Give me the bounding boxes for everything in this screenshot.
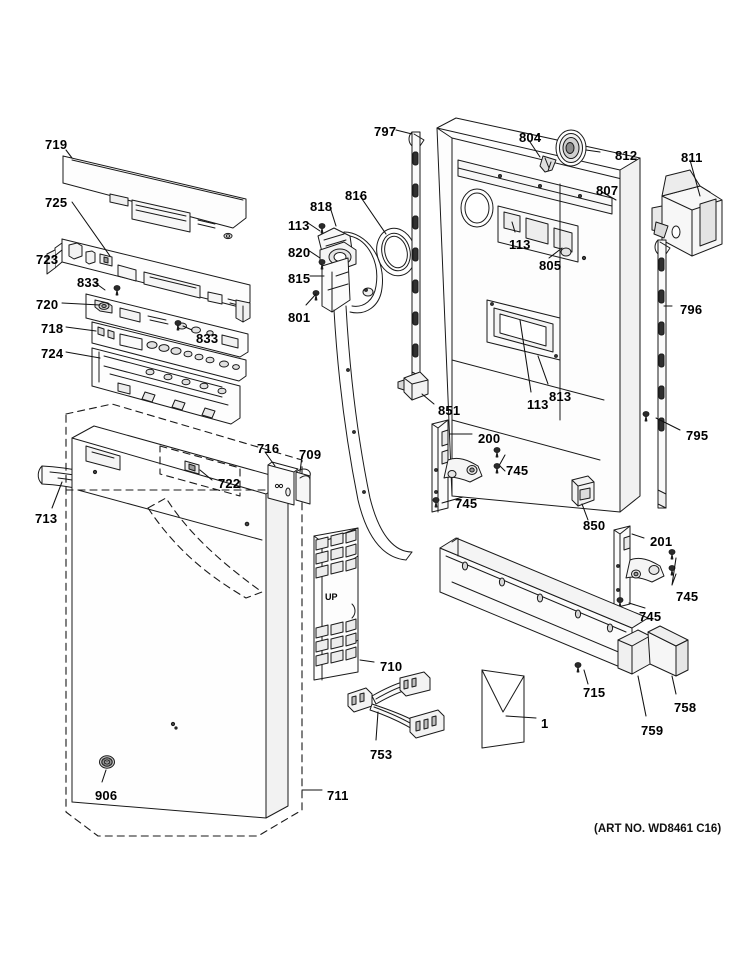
callout-795-door-channel-screw: 795: [686, 428, 709, 443]
part-851-door-latch-strike: [397, 371, 429, 401]
callout-818-vent-duct-cover: 818: [310, 199, 333, 214]
part-723-panel-frame: [46, 238, 251, 323]
callout-758-toe-panel-trim: 758: [674, 700, 697, 715]
callout-797-left-door-channel: 797: [374, 124, 397, 139]
part-816-vent-gasket-ring: [376, 227, 416, 277]
part-812-door-seal-grommet: [555, 129, 587, 167]
part-724-control-housing: [91, 347, 241, 425]
callout-816-vent-gasket-ring: 816: [345, 188, 368, 203]
callout-745-screw-hinge-left: 745: [506, 463, 529, 478]
callout-200-left-hinge-bracket: 200: [478, 431, 501, 446]
vent-hose: [333, 305, 413, 561]
callout-820-vent-fan-housing: 820: [288, 245, 311, 260]
callout-805-detergent-cup: 805: [539, 258, 562, 273]
part-711-outer-door-panel: [71, 425, 289, 819]
callout-709-handle-pin: 709: [299, 447, 322, 462]
callout-906-model-rating-plate: 906: [95, 788, 118, 803]
part-201-right-hinge-bracket: [613, 525, 665, 609]
part-720-control-board-bracket: [85, 293, 249, 358]
part-797-left-door-channel: [408, 131, 425, 391]
callout-716-handle-end-bracket: 716: [257, 441, 280, 456]
callout-753-wire-harness: 753: [370, 747, 393, 762]
part-710-insulation-blanket: [313, 527, 359, 681]
art-number-note: (ART NO. WD8461 C16): [594, 823, 722, 835]
callout-745-screw-hinge-lower: 745: [455, 496, 478, 511]
callout-811-dispenser-assembly: 811: [681, 150, 703, 165]
callout-851-door-latch-strike: 851: [438, 403, 461, 418]
callout-718-user-interface-board: 718: [41, 321, 64, 336]
callout-715-screw-kickplate: 715: [583, 685, 606, 700]
callout-833-screw-lower: 833: [196, 331, 219, 346]
callout-833-screw-upper: 833: [77, 275, 100, 290]
part-850-door-catch: [571, 475, 595, 507]
part-804-vent-clip: [539, 155, 557, 173]
callout-201-right-hinge-bracket: 201: [650, 534, 673, 549]
callout-710-insulation-blanket: 710: [380, 659, 403, 674]
callout-813-vent-frame: 813: [549, 389, 572, 404]
part-815-vent-duct: [321, 257, 351, 313]
callout-801-screw-duct: 801: [288, 310, 311, 325]
leader-lines: [51, 129, 701, 791]
part-200-left-hinge-bracket: [431, 419, 483, 513]
callout-812-door-seal-grommet: 812: [615, 148, 638, 163]
callout-720-control-board-bracket: 720: [36, 297, 59, 312]
part-719-control-panel-overlay: [62, 155, 247, 240]
callout-113-screw-vent-frame: 113: [527, 397, 549, 412]
callout-719-control-panel-overlay: 719: [45, 137, 68, 152]
callout-815-vent-duct: 815: [288, 271, 311, 286]
part-709-handle-pin: [295, 468, 311, 505]
callout-724-control-housing: 724: [41, 346, 64, 361]
door-assembly-dashed-outline: [65, 403, 303, 837]
part-811-dispenser-assembly: [651, 169, 723, 257]
callout-722-door-badge: 722: [218, 476, 241, 491]
callout-723-panel-end-cap: 723: [36, 252, 59, 267]
part-1-literature-packet: [481, 669, 525, 749]
callout-796-right-door-channel: 796: [680, 302, 703, 317]
callout-113-screw-vent: 113: [288, 218, 310, 233]
callout-804-vent-clip: 804: [519, 130, 542, 145]
part-718-user-interface-board: [91, 321, 247, 382]
part-753-wire-harness: [347, 671, 445, 739]
callout-113-screw-liner: 113: [509, 237, 531, 252]
callout-759-toe-panel-end: 759: [641, 723, 664, 738]
insulation-up-marking: UP: [325, 592, 338, 602]
callout-850-door-catch: 850: [583, 518, 606, 533]
callout-711-outer-door-panel: 711: [327, 788, 349, 803]
callout-807-inner-door-liner: 807: [596, 183, 619, 198]
callout-1-literature-packet: 1: [541, 716, 549, 731]
callout-745-screw-hinge-right-lower: 745: [639, 609, 662, 624]
callout-725-panel-clip: 725: [45, 195, 68, 210]
callout-713-door-handle: 713: [35, 511, 58, 526]
part-807-inner-door-liner: [436, 117, 641, 513]
part-716-handle-end-bracket: [267, 461, 299, 506]
part-796-right-door-channel: [642, 239, 671, 509]
vent-upper-arm: [343, 231, 384, 314]
part-758-toe-panel: [439, 537, 689, 677]
callout-745-screw-hinge-right: 745: [676, 589, 699, 604]
